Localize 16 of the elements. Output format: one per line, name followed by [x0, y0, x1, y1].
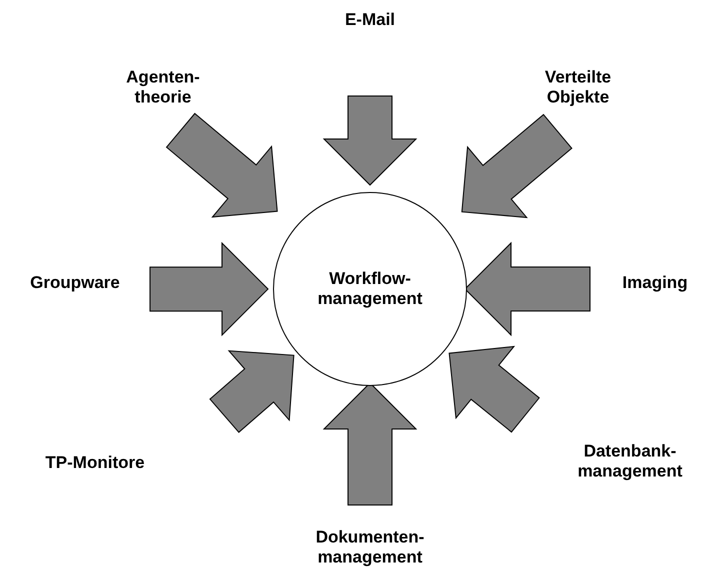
block-arrow	[461, 114, 572, 218]
node-label: Workflow- management	[316, 268, 424, 310]
topic-label: Agenten- theorie	[118, 68, 208, 108]
topic-label: Groupware	[20, 272, 130, 294]
block-arrow	[209, 350, 294, 433]
block-arrow	[322, 96, 418, 186]
topic-label: Verteilte Objekte	[528, 68, 628, 108]
topic-label: Dokumenten- management	[305, 528, 435, 568]
topic-label: Imaging	[610, 272, 700, 294]
block-arrow	[448, 346, 540, 433]
block-arrow	[166, 112, 278, 218]
topic-label: TP-Monitore	[35, 452, 155, 474]
topic-label: E-Mail	[325, 10, 415, 30]
block-arrow	[464, 242, 590, 336]
topic-label: Datenbank- management	[565, 442, 695, 482]
block-arrow	[149, 242, 269, 336]
